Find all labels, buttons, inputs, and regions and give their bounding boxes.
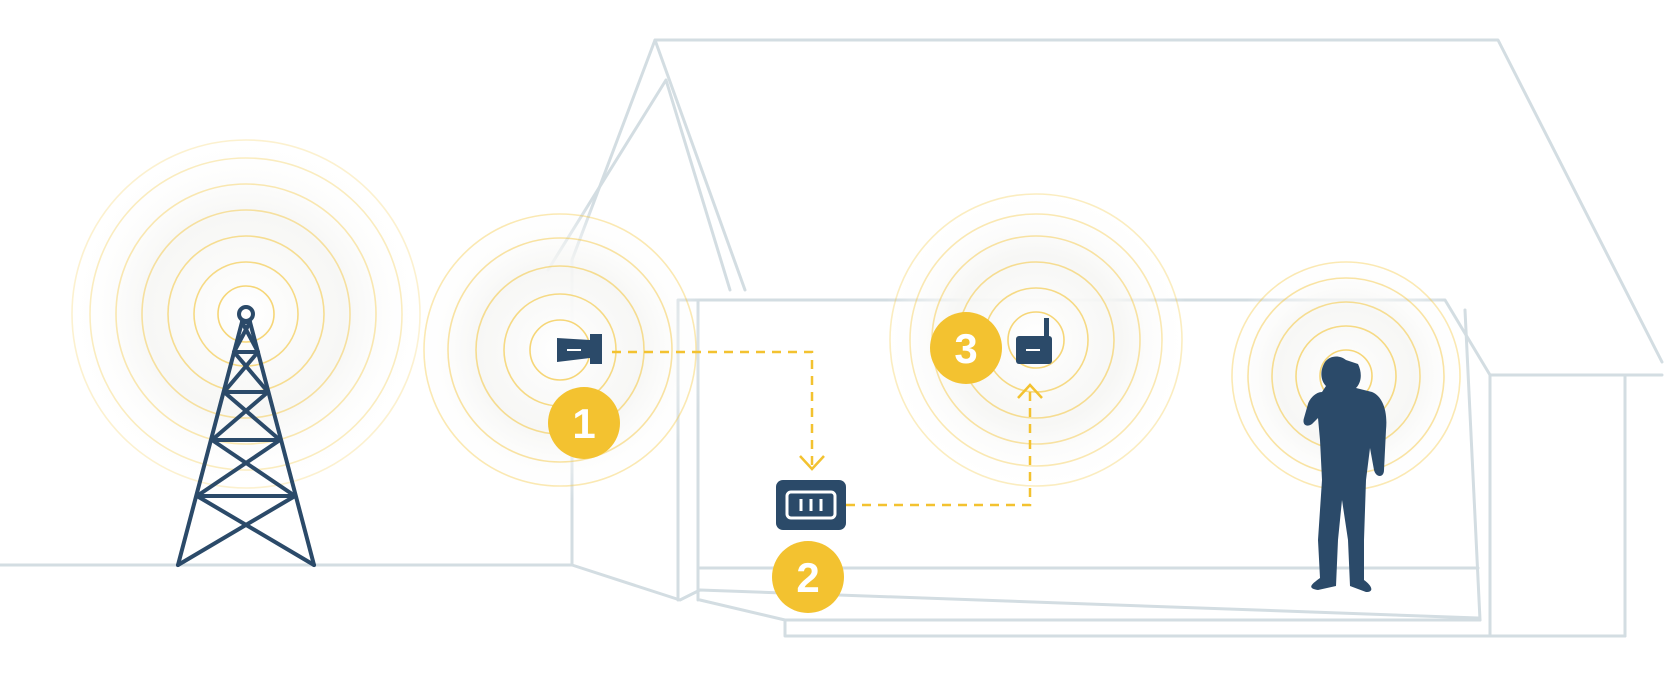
inside-antenna-icon — [1016, 318, 1052, 364]
step-2-label: 2 — [796, 554, 819, 601]
person-on-phone-icon — [1303, 356, 1387, 592]
signal-ring — [89, 157, 403, 471]
step-badge-2: 2 — [772, 541, 844, 613]
signal-ring — [217, 285, 275, 343]
cell-tower-icon — [176, 305, 316, 567]
signal-ring — [1007, 311, 1065, 369]
signal-waves — [66, 134, 1471, 501]
signal-ring — [115, 183, 377, 445]
signal-ring — [141, 209, 351, 419]
booster-icon — [776, 480, 846, 530]
signal-ring — [447, 237, 673, 463]
step-3-label: 3 — [954, 325, 977, 372]
signal-glow — [66, 134, 426, 494]
outside-antenna-icon — [557, 334, 602, 364]
signal-ring — [423, 213, 697, 487]
step-badge-3: 3 — [930, 312, 1002, 384]
signal-ring — [909, 213, 1163, 467]
signal-ring — [889, 193, 1183, 487]
signal-path — [612, 350, 1043, 507]
step-1-label: 1 — [572, 400, 595, 447]
step-badge-1: 1 — [548, 387, 620, 459]
